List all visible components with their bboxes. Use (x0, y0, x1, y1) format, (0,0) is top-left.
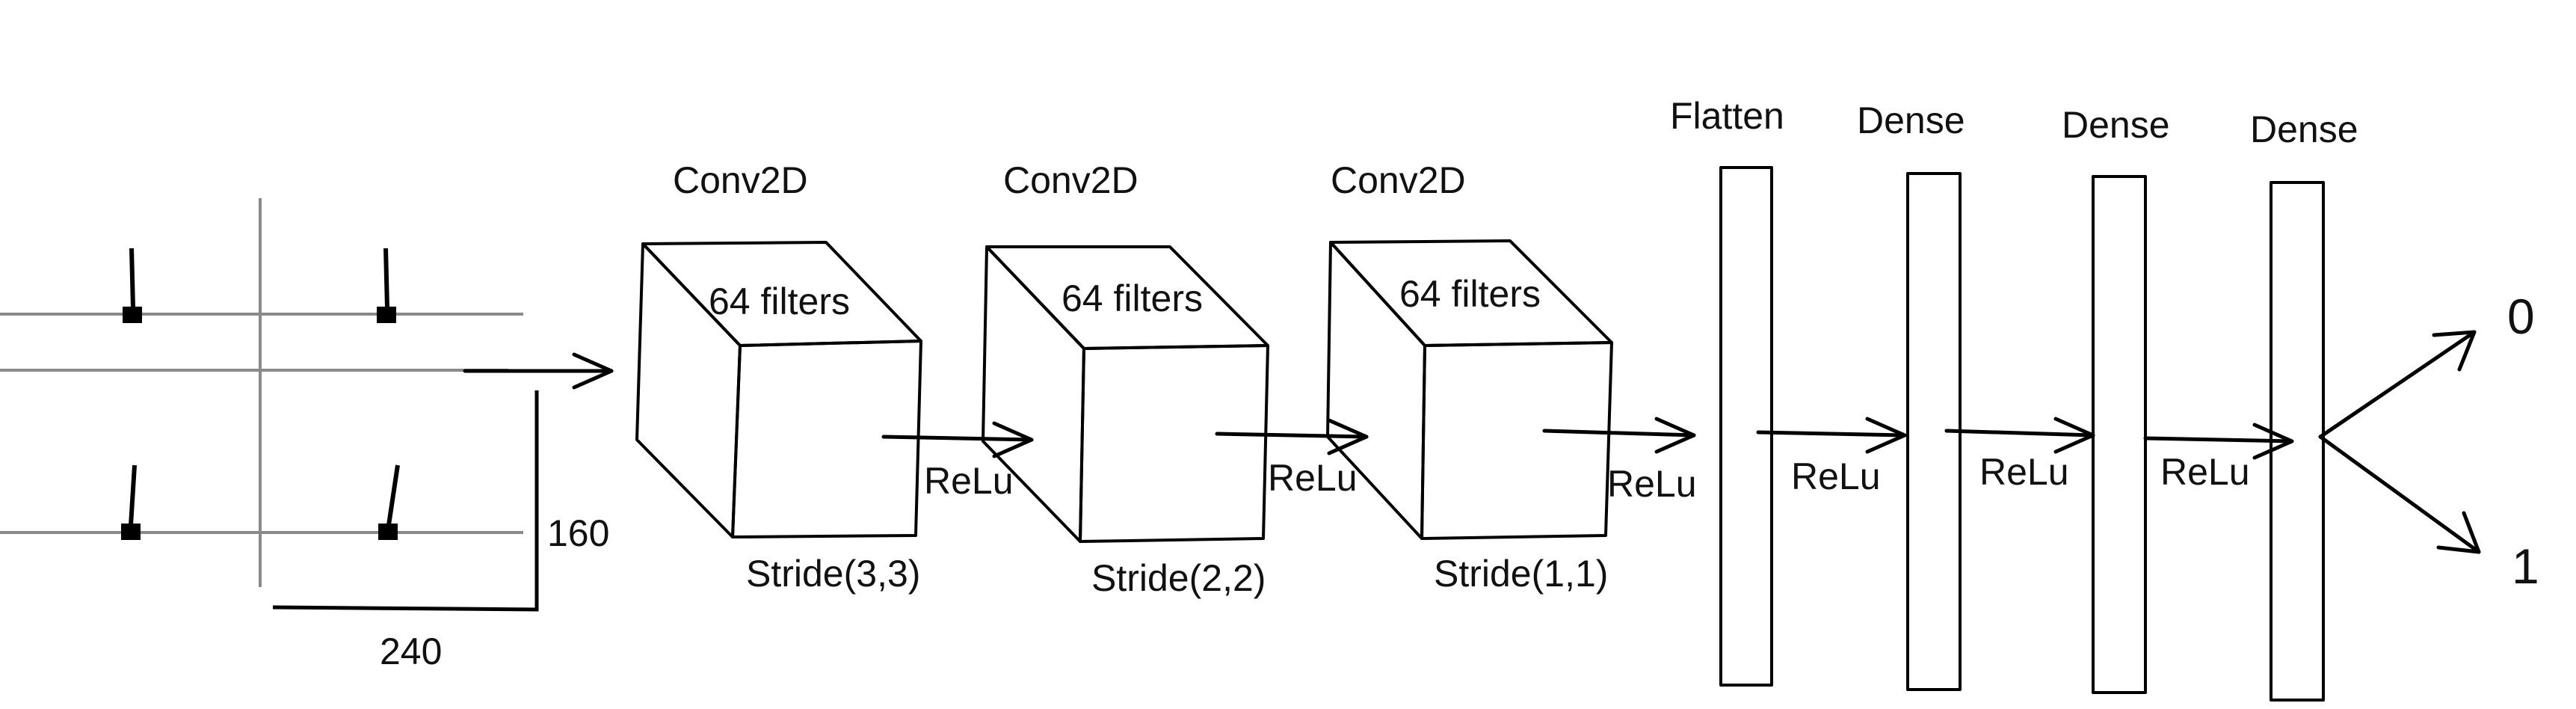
conv-layer-3-type: Conv2D (1331, 159, 1466, 201)
arrow-dense1-to-dense2 (1944, 417, 2095, 454)
dense-layer-3: Dense (2250, 108, 2358, 702)
input-image: 160 240 (0, 198, 609, 672)
input-dimension-bracket (272, 390, 539, 612)
input-width-label: 240 (380, 630, 442, 672)
dense-layer-2-bar (2092, 175, 2147, 694)
arrow-output-0 (2318, 330, 2477, 439)
dense-layer-3-bar (2270, 181, 2325, 702)
conv-layer-2-type: Conv2D (1003, 159, 1138, 201)
conv-cube-2 (982, 245, 1269, 543)
conv-layer-2: Conv2D 64 filters Stride(2,2) ReLu (982, 159, 1358, 599)
arrow-conv1-to-conv2 (881, 421, 1034, 458)
conv-layer-2-activation: ReLu (1268, 457, 1358, 499)
conv-layer-1-filters: 64 filters (709, 280, 850, 322)
conv-layer-3-filters: 64 filters (1399, 273, 1541, 315)
arrow-conv2-to-conv3 (1215, 418, 1369, 455)
conv-layer-3-stride: Stride(1,1) (1434, 553, 1608, 595)
conv-layer-1-activation: ReLu (924, 460, 1014, 502)
dense-layer-2-label: Dense (2062, 104, 2170, 146)
dense-layer-2: Dense ReLu (2062, 104, 2250, 694)
conv-cube-3 (1326, 239, 1613, 540)
conv-layer-3-activation: ReLu (1607, 463, 1697, 505)
dense-layer-2-activation: ReLu (2160, 451, 2250, 493)
output-label-1: 1 (2512, 538, 2539, 594)
flatten-layer: Flatten ReLu (1670, 95, 1881, 687)
conv-layer-1: Conv2D 64 filters Stride(3,3) ReLu (635, 159, 1014, 595)
dense-layer-1-label: Dense (1857, 99, 1965, 141)
conv-layer-1-stride: Stride(3,3) (746, 553, 920, 595)
input-height-label: 160 (547, 512, 609, 554)
dense-layer-3-label: Dense (2250, 108, 2358, 150)
conv-layer-3: Conv2D 64 filters Stride(1,1) ReLu (1326, 159, 1697, 595)
post-marker-top-left (123, 248, 142, 323)
output-label-0: 0 (2507, 289, 2535, 344)
conv-layer-1-type: Conv2D (673, 159, 808, 201)
dense-layer-1-activation: ReLu (1979, 451, 2069, 493)
post-marker-bottom-right (378, 464, 400, 540)
flatten-layer-label: Flatten (1670, 95, 1784, 137)
flatten-layer-activation: ReLu (1791, 455, 1881, 497)
conv-layer-2-stride: Stride(2,2) (1091, 557, 1266, 599)
conv-cube-1 (635, 241, 922, 538)
post-marker-bottom-left (121, 464, 141, 540)
arrow-input-to-conv1 (463, 352, 614, 390)
arrow-dense2-to-dense3 (2143, 423, 2294, 460)
arrow-flatten-to-dense1 (1756, 417, 1907, 454)
post-marker-top-right (377, 248, 396, 323)
arrow-conv3-to-flatten (1542, 417, 1696, 454)
flatten-layer-bar (1719, 166, 1773, 687)
dense-layer-1: Dense ReLu (1857, 99, 2069, 691)
conv-layer-2-filters: 64 filters (1061, 277, 1203, 319)
arrow-output-1 (2318, 435, 2481, 554)
